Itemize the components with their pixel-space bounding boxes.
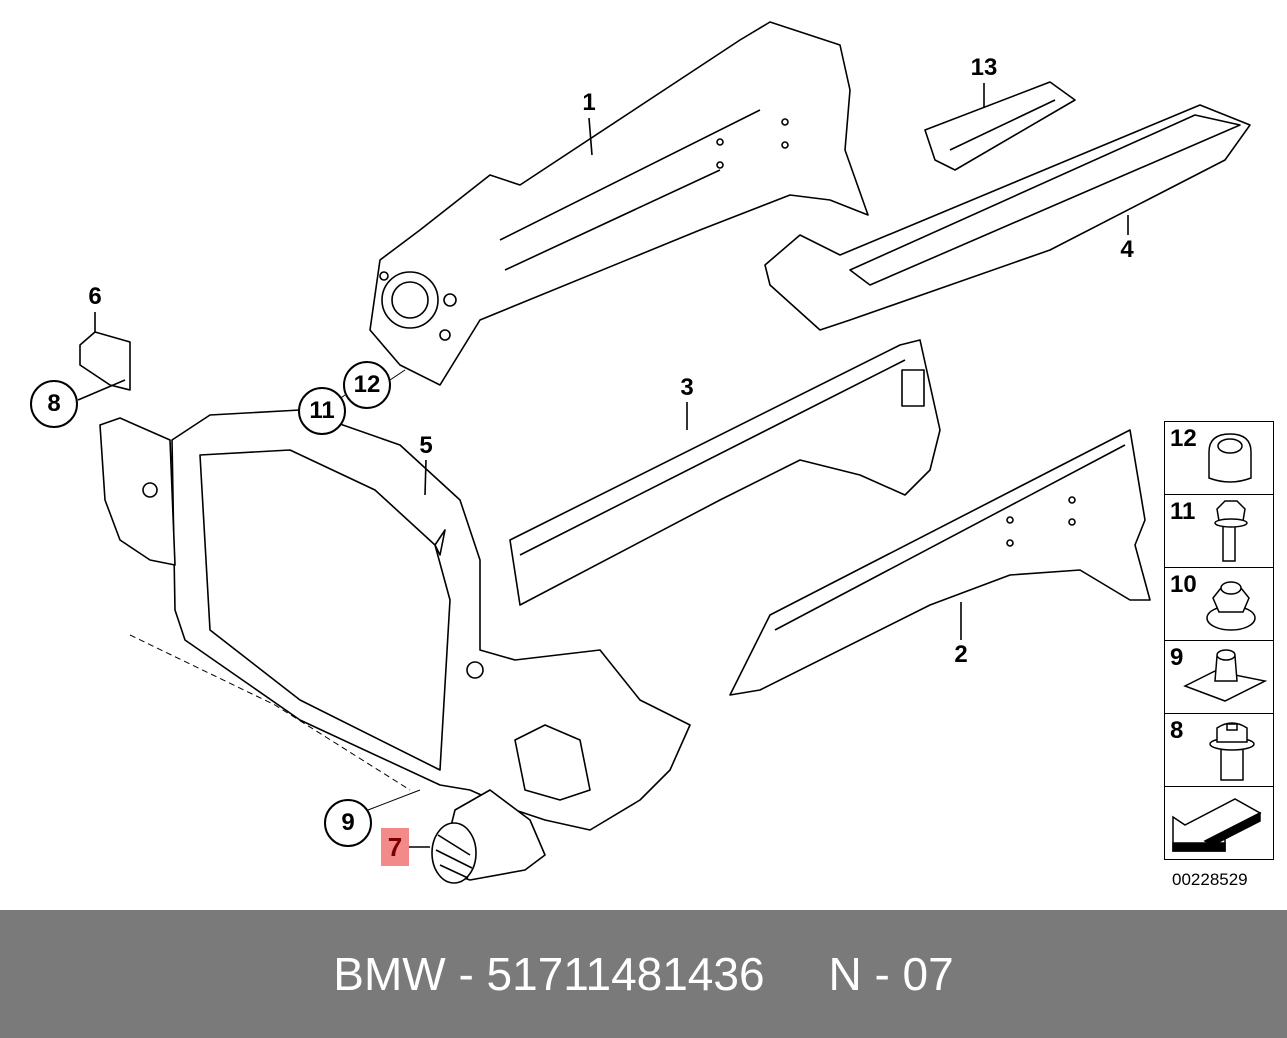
fastener-legend: 12 11 10 9 8 [1164,421,1274,860]
callout-8: 8 [30,380,78,428]
part-5-front-panel [129,409,691,831]
callout-9: 9 [324,799,372,847]
clip-nut-icon [1183,649,1268,702]
legend-item-9: 9 [1165,641,1273,714]
part-number-text: BMW - 51711481436 N - 07 [333,948,954,1000]
legend-item-12: 12 [1165,422,1273,495]
callout-7-highlighted: 7 [381,828,409,866]
callout-6: 6 [88,283,102,310]
socket-bolt-icon [1209,722,1255,781]
part-7-air-duct [408,789,546,884]
part-3-wheel-arch [509,339,941,606]
legend-item-11: 11 [1165,495,1273,568]
hex-screw-icon [1214,500,1248,562]
part-6-bracket [77,312,176,566]
legend-item-10: 10 [1165,568,1273,641]
callout-2: 2 [954,641,968,668]
footer-bar: BMW - 51711481436 N - 07 [0,910,1287,1038]
callout-12: 12 [343,361,391,409]
diagram-code: 00228529 [1172,870,1248,889]
part-13-bracket [924,81,1076,171]
part-2-wheel-arch [729,429,1151,696]
part-1-longitudinal-member [369,21,869,386]
callout-1: 1 [582,89,596,116]
callout-11: 11 [298,387,346,435]
callout-13: 13 [970,54,998,81]
grommet-cap-icon [1208,433,1252,483]
part-4-sill-member [764,104,1251,331]
legend-arrow [1165,787,1273,859]
legend-item-8: 8 [1165,714,1273,787]
parts-diagram [77,21,1251,884]
flange-nut-icon [1206,581,1256,631]
callout-3: 3 [680,374,694,401]
callout-4: 4 [1120,236,1134,263]
direction-arrow-icon [1172,798,1262,852]
callout-5: 5 [419,432,433,459]
